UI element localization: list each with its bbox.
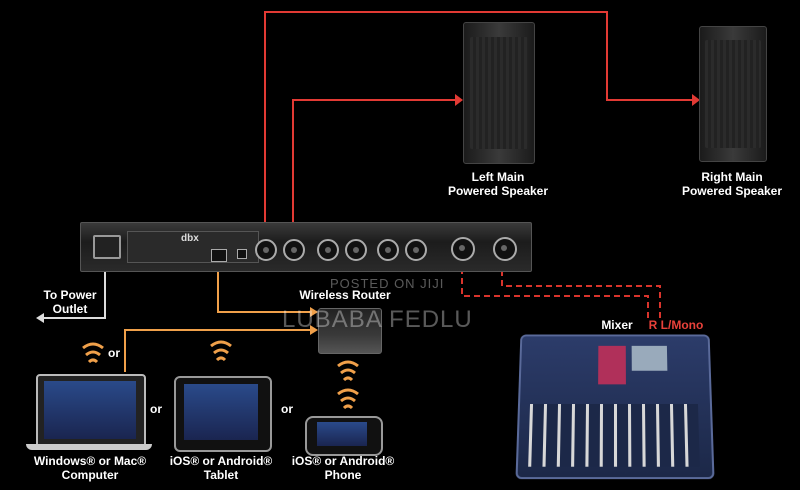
wire-power xyxy=(44,255,106,319)
mixer-output-label: R L/Mono xyxy=(648,318,704,332)
mixer-faders xyxy=(528,404,700,467)
output-jack-5 xyxy=(377,239,399,261)
brand-logo: dbx xyxy=(181,233,199,244)
output-jack-2 xyxy=(283,239,305,261)
right-speaker xyxy=(699,26,767,162)
wifi-icon xyxy=(210,340,232,362)
phone-screen xyxy=(317,422,367,446)
wireless-router xyxy=(318,308,382,354)
watermark-name: LUBABA FEDLU xyxy=(282,306,473,333)
wire-left-speaker xyxy=(292,99,455,245)
or-label: or xyxy=(281,402,293,416)
tablet-device xyxy=(174,376,272,452)
mixer-display xyxy=(631,345,668,371)
tablet-screen xyxy=(184,384,258,440)
mixer-console xyxy=(515,334,715,480)
arrow-power xyxy=(36,313,44,323)
arrow-right-speaker xyxy=(692,94,700,106)
power-inlet xyxy=(93,235,121,259)
wifi-icon xyxy=(337,360,359,382)
laptop-screen xyxy=(44,381,136,439)
output-jack-4 xyxy=(345,239,367,261)
wire-mixer-r xyxy=(461,268,649,318)
input-jack-2 xyxy=(493,237,517,261)
laptop-computer xyxy=(36,374,146,448)
or-label: or xyxy=(108,346,120,360)
phone-label: iOS® or Android®Phone xyxy=(291,454,395,482)
left-speaker xyxy=(463,22,535,164)
phone-device xyxy=(305,416,383,456)
dbx-processor: dbx xyxy=(80,222,532,272)
watermark-posted: POSTED ON JIJI xyxy=(330,276,445,291)
mixer-red-section xyxy=(598,345,626,385)
wire-ethernet xyxy=(217,258,310,313)
tablet-label: iOS® or Android®Tablet xyxy=(169,454,273,482)
or-label: or xyxy=(150,402,162,416)
wifi-icon xyxy=(337,388,359,410)
output-jack-6 xyxy=(405,239,427,261)
usb-port xyxy=(237,249,247,259)
laptop-base xyxy=(26,444,152,450)
arrow-left-speaker xyxy=(455,94,463,106)
wire-right-speaker xyxy=(264,11,692,245)
arrow-ethernet xyxy=(310,307,318,317)
wire-computer xyxy=(124,329,310,372)
output-jack-1 xyxy=(255,239,277,261)
computer-label: Windows® or Mac®Computer xyxy=(33,454,147,482)
wire-mixer-l xyxy=(501,268,661,318)
output-jack-3 xyxy=(317,239,339,261)
router-label: Wireless Router xyxy=(299,288,391,302)
arrow-computer xyxy=(310,325,318,335)
input-jack-1 xyxy=(451,237,475,261)
ethernet-port xyxy=(211,249,227,262)
mixer-label: Mixer xyxy=(601,318,633,332)
wifi-icon xyxy=(82,342,104,364)
